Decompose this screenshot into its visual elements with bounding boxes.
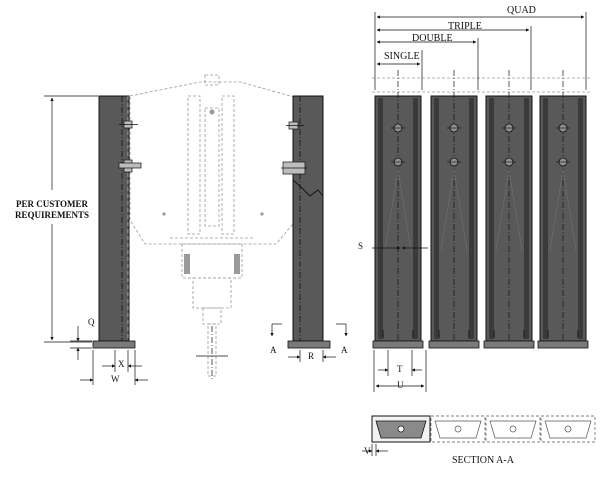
section-a-left-label: A	[270, 345, 277, 355]
dim-v-label: V	[364, 446, 371, 456]
quad-label: QUAD	[507, 5, 536, 16]
post-2-shade-a	[440, 169, 455, 251]
dim-t-label: T	[397, 364, 403, 374]
dim-u-label: U	[397, 380, 404, 390]
post-3-flange-right	[524, 98, 529, 339]
post-2-flange-left	[434, 98, 439, 339]
post-4-shade-a	[549, 169, 564, 251]
post-1-shade-a	[384, 169, 399, 251]
section-a-right-label: A	[341, 345, 348, 355]
post-2-shade-b	[453, 169, 468, 251]
left-post	[92, 95, 136, 349]
section-a-a-label: SECTION A-A	[452, 455, 514, 466]
section-a-a-view	[362, 415, 596, 456]
post-1-base-plate	[372, 340, 424, 349]
double-label: DOUBLE	[412, 33, 453, 44]
post-4-flange-left	[543, 98, 548, 339]
triple-label: TRIPLE	[448, 21, 482, 32]
right-post	[287, 95, 331, 349]
post-2-base-plate	[428, 340, 480, 349]
dim-x-label: X	[118, 359, 125, 369]
post-3-shade-b	[508, 169, 523, 251]
post-1-flange-left	[378, 98, 383, 339]
phantom-details	[162, 109, 264, 274]
right-post-bolts	[281, 121, 307, 175]
post-4-base-plate	[537, 340, 589, 349]
dim-q-label: Q	[88, 317, 95, 327]
phantom-assembly	[129, 74, 299, 377]
post-3-base-plate	[483, 340, 535, 349]
left-dimensions	[44, 95, 348, 385]
single-label: SINGLE	[384, 51, 420, 62]
dim-w-label: W	[111, 374, 120, 384]
post-2-flange-right	[469, 98, 474, 339]
dim-r-label: R	[308, 351, 315, 361]
per-customer-label: PER CUSTOMER REQUIREMENTS	[14, 199, 89, 220]
post-4-flange-right	[578, 98, 583, 339]
right-phantom	[372, 77, 592, 93]
post-1-flange-right	[413, 98, 418, 339]
left-post-bolts	[118, 120, 142, 173]
post-1-shade-b	[397, 169, 412, 251]
post-4-shade-b	[562, 169, 577, 251]
top-dimensions	[372, 12, 587, 392]
dim-s-label: S	[358, 241, 364, 251]
post-group	[372, 70, 589, 349]
post-3-shade-a	[495, 169, 510, 251]
post-3-flange-left	[489, 98, 494, 339]
